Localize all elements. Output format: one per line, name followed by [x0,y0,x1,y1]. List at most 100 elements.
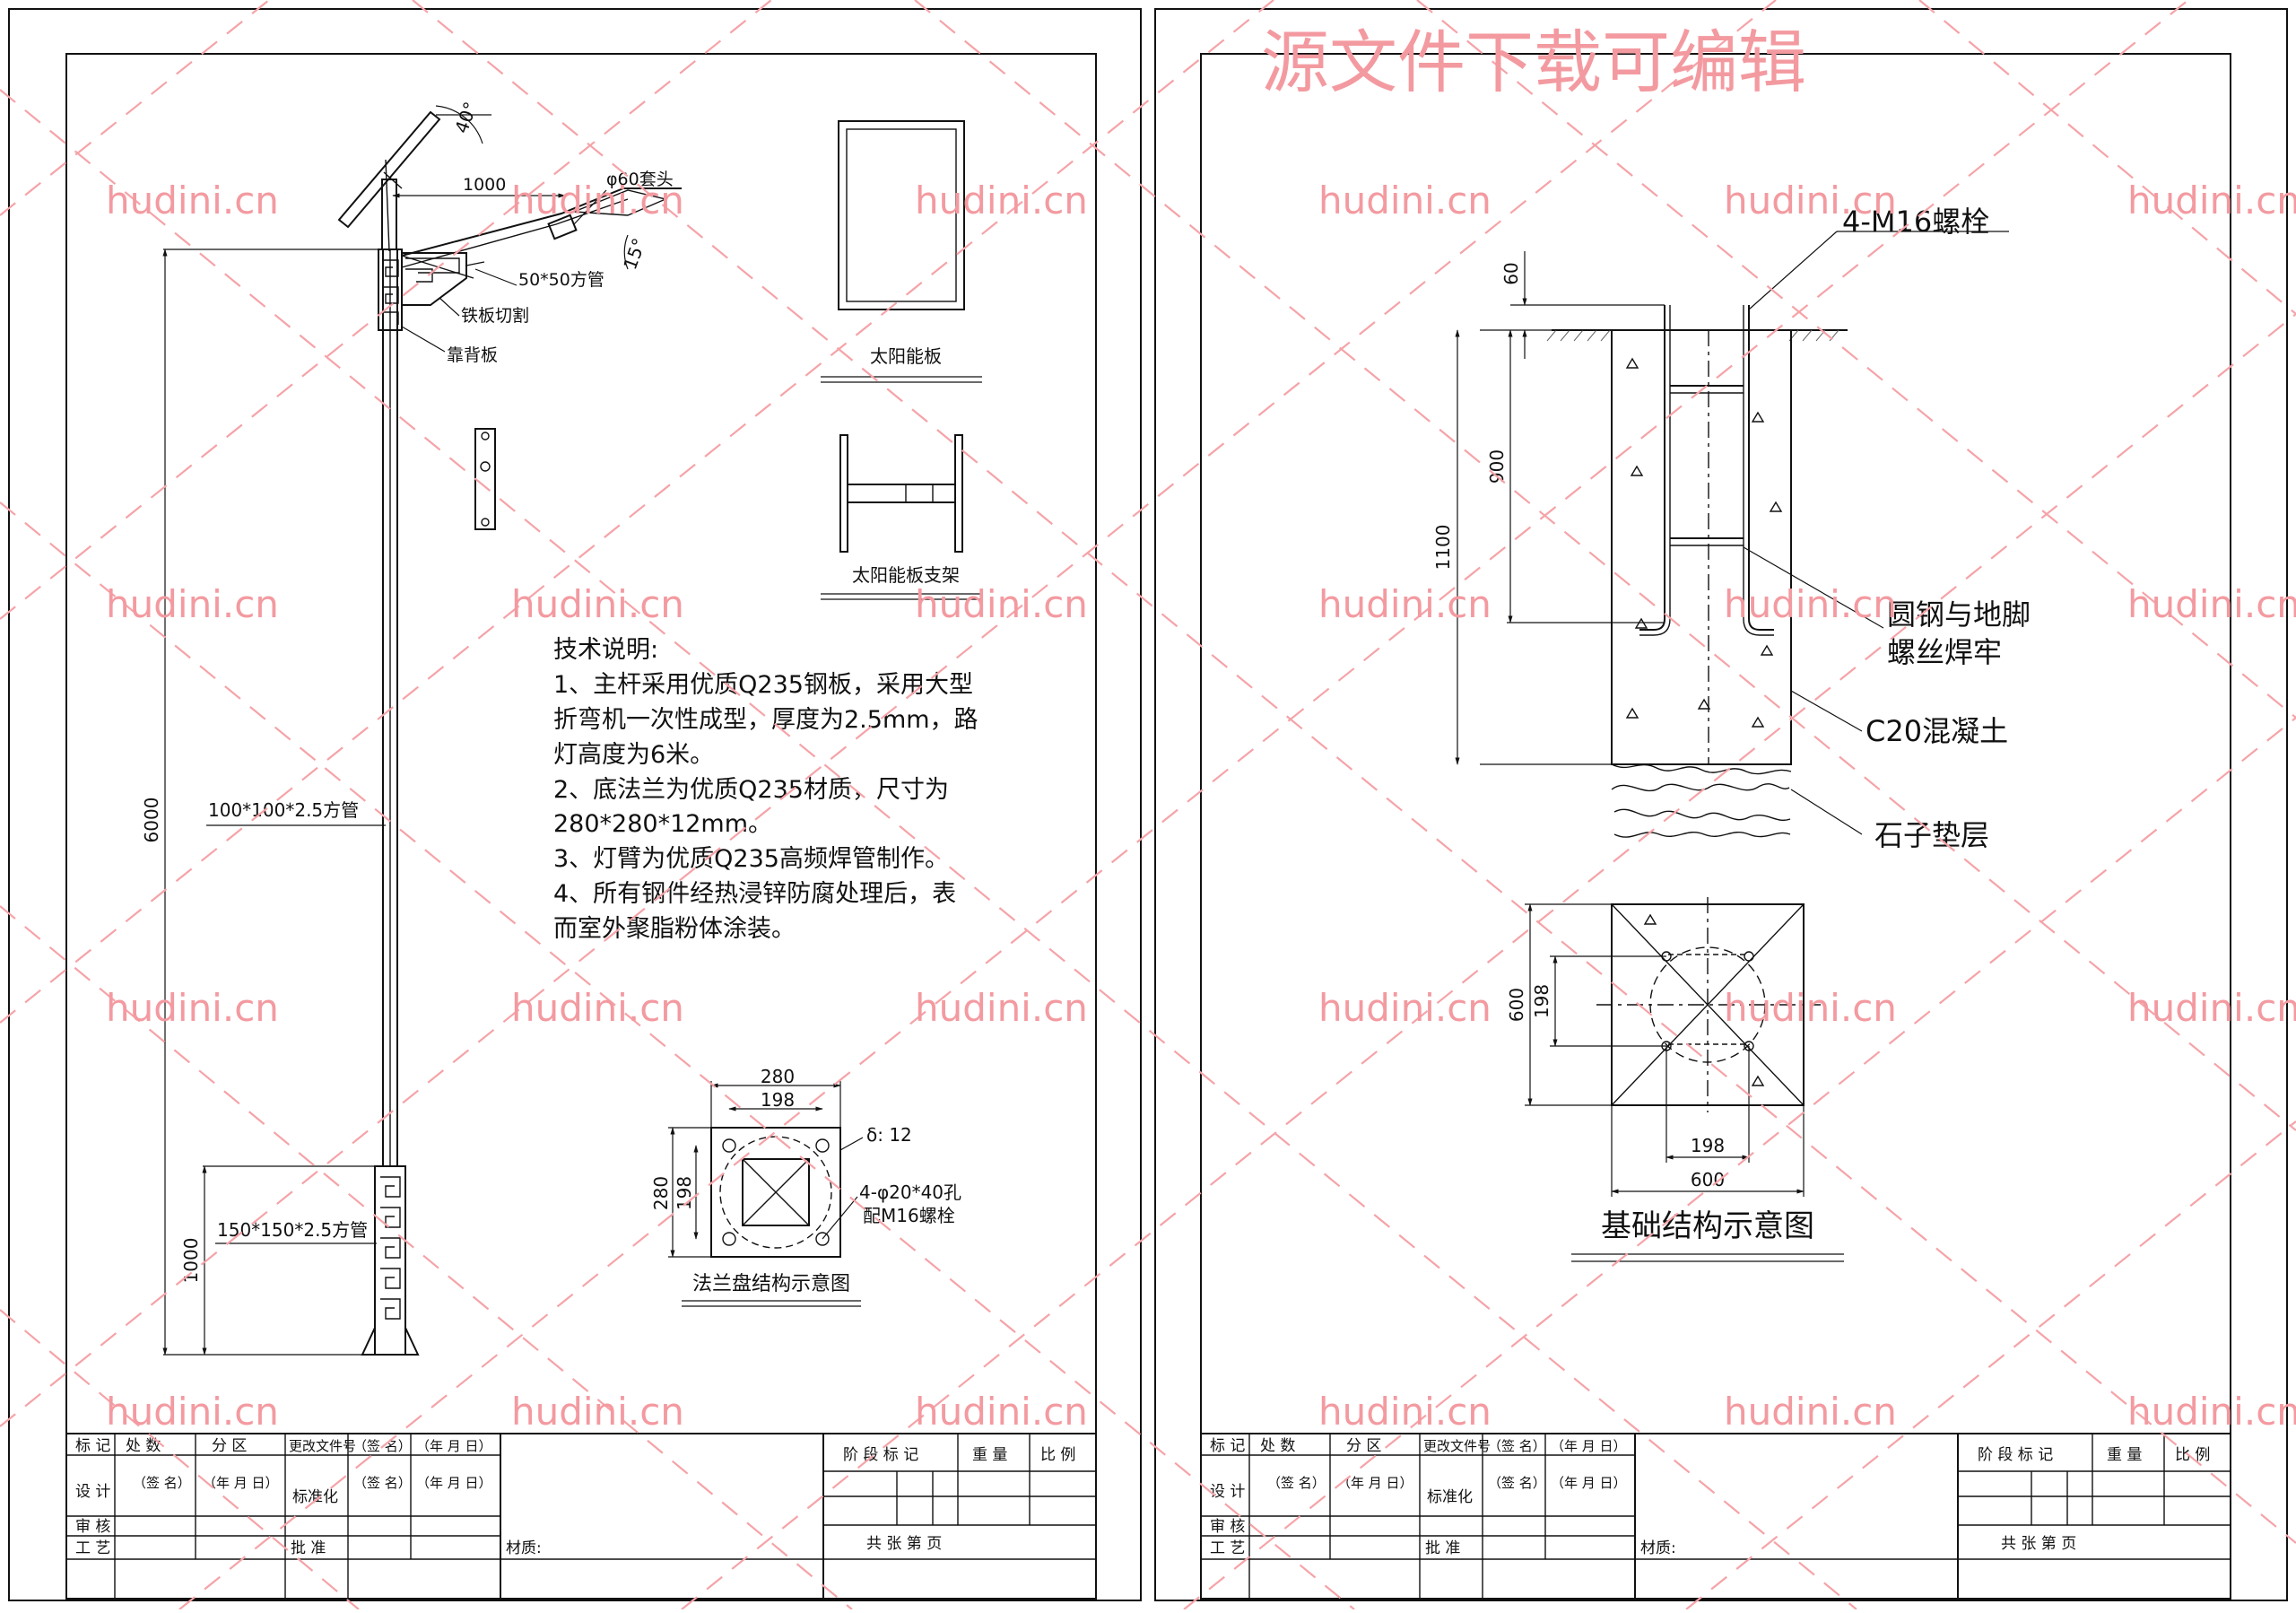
watermark-text: hudini.cn [915,986,1088,1030]
tb-sheets: 共 张 第 页 [866,1535,942,1553]
tb-sign-r: （签 名） [1488,1438,1546,1454]
depth-1100-label: 1100 [1432,525,1454,571]
watermark-text: hudini.cn [915,1390,1088,1434]
notes-line-7: 4、所有钢件经热浸锌防腐处理后，表 [553,880,956,908]
plan-dimensions: 600 198 198 600 基础结构示意图 [1506,903,1844,1262]
depth-900-label: 900 [1486,449,1508,484]
watermark-text: hudini.cn [1724,986,1897,1030]
tb-date-r: （年 月 日） [1551,1438,1627,1454]
right-title-block: 标 记 处 数 分 区 更改文件号 （签 名） （年 月 日） 设 计 （签 名… [1201,1433,2231,1599]
watermark-text: hudini.cn [2127,1390,2296,1434]
watermark-text: hudini.cn [915,582,1088,626]
weld-note-1: 圆钢与地脚 [1887,597,2031,632]
watermark-text: hudini.cn [2127,986,2296,1030]
gravel-label: 石子垫层 [1874,818,1989,852]
tb-design-date: （年 月 日） [203,1475,279,1491]
arm-angle-label: 15° [619,235,650,273]
tb-review-r: 审 核 [1210,1518,1245,1536]
tb-standard-r: 标准化 [1427,1488,1473,1506]
foundation-dimensions: 1100 900 60 4-M16螺栓 圆钢与地脚 螺丝焊牢 C20混凝土 石子… [1432,205,2031,852]
street-lamp-pole [337,110,682,1356]
arm-tube-label: 50*50方管 [518,270,604,290]
tb-standard: 标准化 [292,1488,338,1506]
tb-design-r: 设 计 [1210,1483,1245,1501]
watermark-text: hudini.cn [1318,582,1492,626]
iron-plate-label: 铁板切割 [461,306,529,326]
tb-material-r: 材质: [1640,1539,1676,1557]
concrete-label: C20混凝土 [1866,714,2008,748]
watermark-text: hudini.cn [106,1390,279,1434]
tb-mark: 标 记 [75,1437,110,1455]
tb-stage-r: 阶 段 标 记 [1978,1446,2053,1464]
watermark-text: hudini.cn [1724,179,1897,222]
pole-dimensions: 6000 1000 100*100*2.5方管 150*150*2.5方管 10… [141,99,674,1356]
solar-panel-label: 太阳能板 [870,345,942,367]
foundation-plan [1596,897,1821,1112]
tb-standard-date: （年 月 日） [416,1475,492,1491]
flange-caption: 法兰盘结构示意图 [692,1273,850,1295]
watermark-text: hudini.cn [1318,179,1492,222]
plan-198-v-label: 198 [1531,984,1552,1018]
flange-outer-dim: 280 [761,1066,795,1087]
foundation-section [1546,305,1848,838]
flange-inner-dim: 198 [761,1089,795,1111]
main-tube-label: 100*100*2.5方管 [208,799,359,821]
tb-design-sign: （签 名） [133,1475,191,1491]
notes-line-3: 灯高度为6米。 [553,741,714,769]
tb-mark-r: 标 记 [1210,1437,1245,1455]
watermark-text: hudini.cn [511,1390,684,1434]
tb-design: 设 计 [75,1483,110,1501]
flange-thickness: δ: 12 [866,1124,912,1146]
lamp-cap-label: φ60套头 [606,170,674,189]
watermark-text: hudini.cn [511,582,684,626]
solar-bracket-label: 太阳能板支架 [852,564,960,586]
tb-standard-date-r: （年 月 日） [1551,1475,1627,1491]
tb-scale-r: 比 例 [2175,1446,2210,1464]
watermark-text: hudini.cn [915,179,1088,222]
notes-title: 技术说明: [553,636,658,664]
watermark-banner: 源文件下载可编辑 [1261,22,1806,102]
notes-line-5: 280*280*12mm。 [553,810,772,838]
notes-line-2: 折弯机一次性成型，厚度为2.5mm，路 [553,706,978,734]
tb-stage: 阶 段 标 记 [843,1446,918,1464]
tb-approve-r: 批 准 [1425,1539,1460,1557]
right-sheet: 标 记 处 数 分 区 更改文件号 （签 名） （年 月 日） 设 计 （签 名… [1154,8,2288,1601]
watermark-text: hudini.cn [1724,1390,1897,1434]
total-height-label: 6000 [141,798,162,843]
foundation-caption: 基础结构示意图 [1601,1208,1814,1244]
watermark-text: hudini.cn [511,986,684,1030]
arm-length-label: 1000 [463,175,506,195]
watermark-text: hudini.cn [106,986,279,1030]
tb-zone: 分 区 [212,1437,247,1455]
notes-line-6: 3、灯臂为优质Q235高频焊管制作。 [553,845,949,873]
tb-standard-sign: （签 名） [353,1475,412,1491]
tb-date: （年 月 日） [416,1438,492,1454]
watermark-text: hudini.cn [1318,1390,1492,1434]
top-60-label: 60 [1500,262,1522,284]
tb-process-r: 工 艺 [1210,1539,1245,1557]
notes-line-4: 2、底法兰为优质Q235材质，尺寸为 [553,776,949,804]
tb-change: 更改文件号 [289,1438,356,1454]
tb-standard-sign-r: （签 名） [1488,1475,1546,1491]
tb-sheets-r: 共 张 第 页 [2001,1535,2076,1553]
solar-panel-detail: 太阳能板 [821,120,982,383]
tb-weight: 重 量 [972,1446,1007,1464]
flange-detail: 280 198 280 198 δ: 12 4-φ20*40孔 配M16螺栓 法… [650,1066,961,1307]
tb-change-r: 更改文件号 [1423,1438,1491,1454]
tb-scale: 比 例 [1040,1446,1075,1464]
tb-count-r: 处 数 [1260,1437,1295,1455]
flange-outer-v-dim: 280 [650,1176,672,1210]
watermark-text: hudini.cn [2127,582,2296,626]
tb-weight-r: 重 量 [2107,1446,2142,1464]
watermark-text: hudini.cn [1318,986,1492,1030]
tb-process: 工 艺 [75,1539,110,1557]
tb-design-sign-r: （签 名） [1267,1475,1326,1491]
back-plate-label: 靠背板 [447,345,498,365]
tb-zone-r: 分 区 [1346,1437,1381,1455]
plan-198-h-label: 198 [1691,1135,1725,1156]
tb-material: 材质: [506,1539,542,1557]
plan-600-v-label: 600 [1506,988,1527,1022]
technical-notes: 技术说明: 1、主杆采用优质Q235钢板，采用大型 折弯机一次性成型，厚度为2.… [553,636,978,943]
